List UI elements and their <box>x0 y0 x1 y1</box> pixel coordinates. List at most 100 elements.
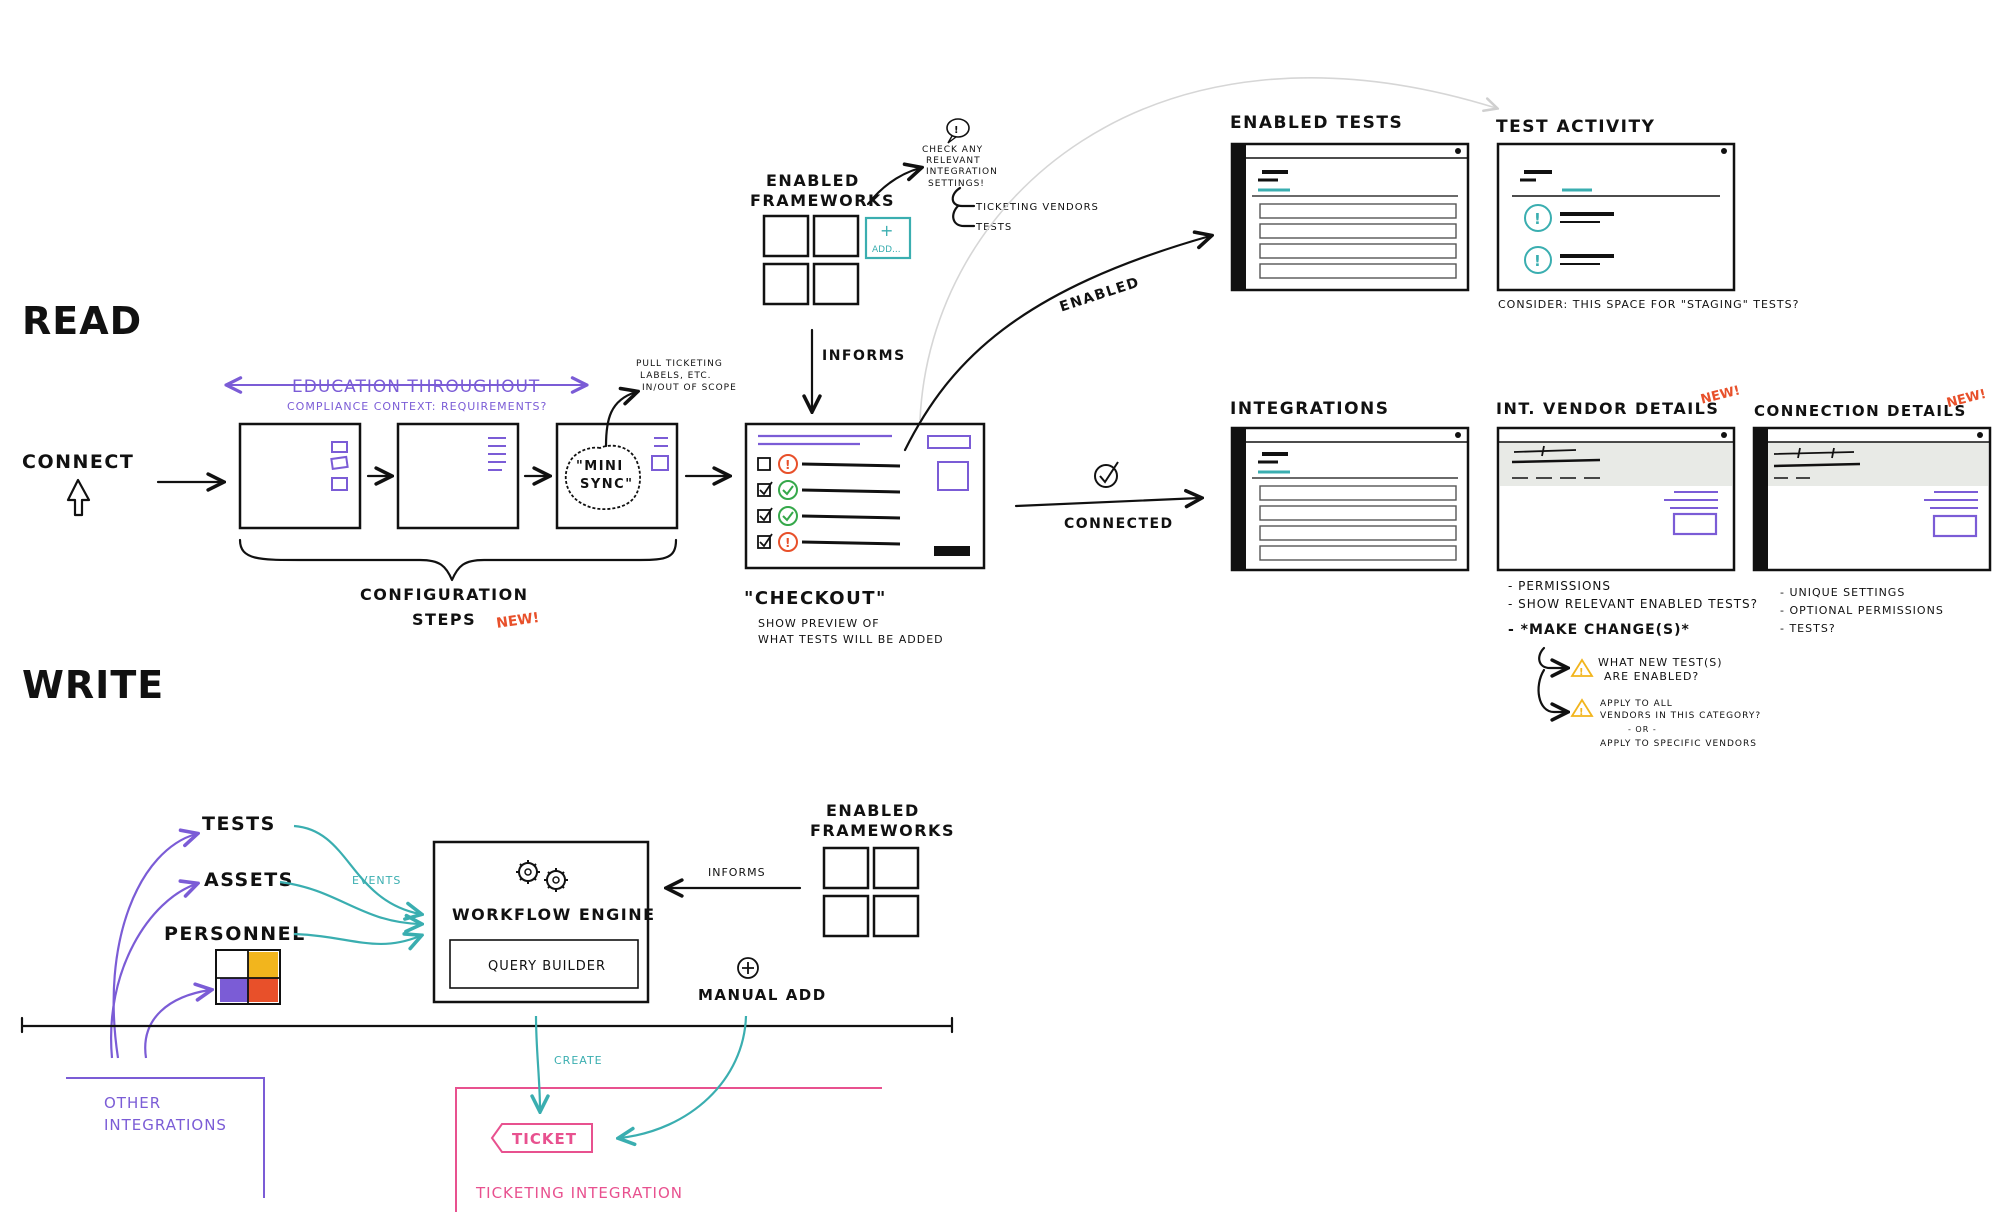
tests-event-arrow <box>293 824 420 914</box>
mini-sync-line1: "MINI <box>576 459 624 474</box>
svg-text:LABELS, ETC.: LABELS, ETC. <box>640 371 712 381</box>
staging-arc-arrow <box>919 77 1496 421</box>
what-new-line1: WHAT NEW TEST(S) <box>1598 656 1723 669</box>
checkout-desc-line1: SHOW PREVIEW OF <box>758 617 880 630</box>
manual-add-label: MANUAL ADD <box>698 986 827 1004</box>
mini-sync-cloud <box>564 444 641 511</box>
speech-bubble-icon: ! <box>946 118 970 144</box>
informs-label-read: INFORMS <box>822 348 906 364</box>
enabled-tests-title: ENABLED TESTS <box>1230 113 1403 133</box>
svg-text:- PERMISSIONS: - PERMISSIONS <box>1508 579 1611 593</box>
svg-text:!: ! <box>1579 707 1584 718</box>
svg-text:- *MAKE CHANGE(S)*: - *MAKE CHANGE(S)* <box>1508 622 1690 638</box>
enabled-label: ENABLED <box>1058 274 1142 315</box>
integrations-title: INTEGRATIONS <box>1230 399 1390 419</box>
other-to-assets-arrow <box>110 884 196 1059</box>
other-integrations-line2: INTEGRATIONS <box>104 1116 227 1134</box>
svg-text:- UNIQUE SETTINGS: - UNIQUE SETTINGS <box>1780 586 1905 599</box>
svg-text:!: ! <box>1579 667 1584 678</box>
workflow-engine-label: WORKFLOW ENGINE <box>452 905 656 924</box>
vendor-notes: - PERMISSIONS - SHOW RELEVANT ENABLED TE… <box>1508 579 1758 638</box>
exclamation-circle-icon: ! <box>1524 204 1552 232</box>
query-builder-label: QUERY BUILDER <box>488 959 606 974</box>
frameworks-label-line2: FRAMEWORKS <box>750 191 895 210</box>
checkout-screen: ! ! <box>744 422 986 570</box>
personnel-event-arrow <box>293 934 420 944</box>
add-note-arrow <box>866 168 920 206</box>
svg-text:INTEGRATION: INTEGRATION <box>926 167 998 177</box>
enabled-arrow <box>903 236 1210 452</box>
checkout-desc-line2: WHAT TESTS WILL BE ADDED <box>758 633 944 646</box>
frameworks-label-line1: ENABLED <box>766 171 860 190</box>
connection-notes: - UNIQUE SETTINGS - OPTIONAL PERMISSIONS… <box>1780 586 1944 635</box>
other-to-personnel-arrow <box>144 990 210 1059</box>
svg-text:- TESTS?: - TESTS? <box>1780 622 1836 635</box>
assets-event-arrow <box>279 880 420 924</box>
svg-text:!: ! <box>954 125 960 136</box>
other-to-tests-arrow <box>112 834 196 1059</box>
vendor-branch-2 <box>1537 668 1566 712</box>
apply-or: - OR - <box>1628 725 1657 734</box>
informs-label-write: INFORMS <box>708 866 766 879</box>
ticketing-vendors-branch: TICKETING VENDORS <box>975 202 1099 213</box>
apply-line1: APPLY TO ALL <box>1600 699 1673 709</box>
cursor-arrow-icon <box>66 478 91 517</box>
staging-note: CONSIDER: THIS SPACE FOR "STAGING" TESTS… <box>1498 298 1799 311</box>
add-framework-button[interactable]: + ADD... <box>864 216 912 260</box>
svg-text:IN/OUT OF SCOPE: IN/OUT OF SCOPE <box>642 383 737 393</box>
integrations-screen <box>1230 426 1470 572</box>
svg-text:- SHOW RELEVANT ENABLED TESTS?: - SHOW RELEVANT ENABLED TESTS? <box>1508 597 1758 611</box>
frameworks-grid <box>762 214 860 306</box>
exclamation-circle-icon: ! <box>1524 246 1552 274</box>
svg-text:- OPTIONAL PERMISSIONS: - OPTIONAL PERMISSIONS <box>1780 604 1944 617</box>
connection-details-title: CONNECTION DETAILS <box>1754 402 1967 420</box>
apply-line3: APPLY TO SPECIFIC VENDORS <box>1600 739 1757 749</box>
svg-text:CHECK ANY: CHECK ANY <box>922 145 983 155</box>
config-new-badge: NEW! <box>495 610 540 632</box>
vendor-branch-1 <box>1538 646 1566 668</box>
check-circle-icon <box>1094 461 1119 488</box>
warning-triangle-icon: ! <box>1570 698 1594 718</box>
svg-text:SETTINGS!: SETTINGS! <box>928 179 985 189</box>
ticketing-integration-label: TICKETING INTEGRATION <box>475 1184 683 1202</box>
warning-triangle-icon: ! <box>1570 658 1594 678</box>
create-label: CREATE <box>554 1054 603 1067</box>
checkout-row-2 <box>757 480 901 500</box>
pull-note-arrow <box>604 392 636 448</box>
int-vendor-details-screen <box>1496 426 1736 572</box>
write-title: WRITE <box>22 663 164 707</box>
checkout-label: "CHECKOUT" <box>744 588 887 609</box>
query-builder-box <box>449 939 639 989</box>
connect-label: CONNECT <box>22 451 134 473</box>
config-step-2 <box>396 422 520 530</box>
create-arrow <box>536 1015 540 1110</box>
check-note-branches <box>951 186 976 228</box>
read-title: READ <box>22 299 142 343</box>
svg-text:!: ! <box>1534 210 1541 228</box>
workflow-engine-box: WORKFLOW ENGINE QUERY BUILDER <box>432 840 656 1004</box>
connection-details-screen <box>1752 426 1992 572</box>
svg-text:!: ! <box>785 458 790 472</box>
mini-sync-line2: SYNC" <box>580 477 633 492</box>
education-label: EDUCATION THROUGHOUT <box>292 377 540 397</box>
svg-text:!: ! <box>785 536 790 550</box>
write-frameworks-grid <box>822 846 920 938</box>
connected-arrow <box>1014 498 1200 506</box>
personnel-label: PERSONNEL <box>164 923 306 945</box>
test-activity-title: TEST ACTIVITY <box>1496 117 1655 137</box>
add-label: ADD... <box>872 245 901 255</box>
plus-circle-icon[interactable] <box>737 957 759 979</box>
svg-text:PULL TICKETING: PULL TICKETING <box>636 359 723 369</box>
enabled-tests-screen <box>1230 142 1470 292</box>
assets-label: ASSETS <box>204 869 294 891</box>
checkout-row-3 <box>757 506 901 526</box>
ticket-tag: TICKET <box>490 1123 593 1153</box>
other-integrations-line1: OTHER <box>104 1094 161 1112</box>
checkout-row-4: ! <box>757 532 901 552</box>
vendor-new-badge: NEW! <box>1699 383 1741 407</box>
test-activity-screen: ! ! <box>1496 142 1736 292</box>
svg-text:TICKET: TICKET <box>512 1130 577 1148</box>
write-baseline <box>20 1016 954 1034</box>
check-settings-note: CHECK ANY RELEVANT INTEGRATION SETTINGS! <box>922 145 998 189</box>
